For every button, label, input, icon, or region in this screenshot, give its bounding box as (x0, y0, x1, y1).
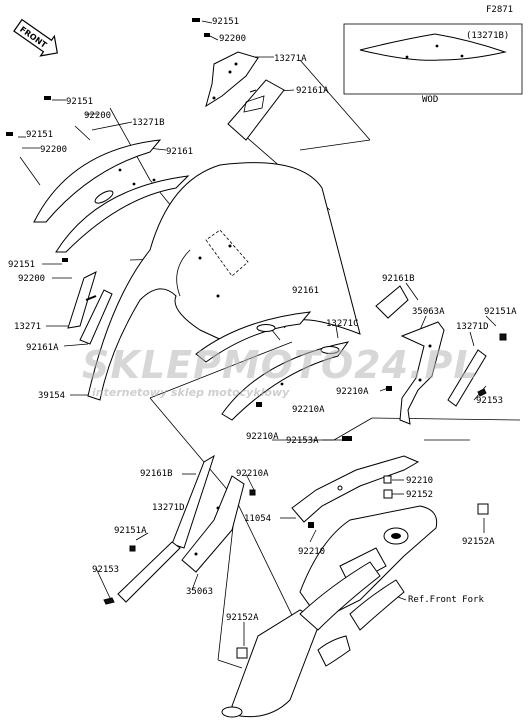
part-label-92210a: 92210A (336, 387, 369, 397)
part-label-92152a: 92152A (462, 537, 495, 547)
part-label-92153: 92153 (92, 565, 119, 575)
bracket-13271a-drawing (205, 51, 259, 108)
part-label-92152a: 92152A (226, 613, 259, 623)
part-label-92151a: 92151A (114, 526, 147, 536)
part-label-92200: 92200 (18, 274, 45, 284)
part-label-92200: 92200 (219, 34, 246, 44)
bracket-13271d-right (447, 333, 507, 407)
part-label-92151: 92151 (26, 130, 53, 140)
part-label-92161a: 92161A (296, 86, 329, 96)
part-label-35063a: 35063A (412, 307, 445, 317)
bracket-13271d-lower (103, 489, 256, 605)
part-label-92151: 92151 (66, 97, 93, 107)
part-label-13271d: 13271D (456, 322, 489, 332)
bracket-35063a-drawing (375, 285, 445, 425)
part-label-92153a: 92153A (286, 436, 319, 446)
wod-part-ref: (13271B) (466, 31, 509, 41)
bracket-13271-drawing (62, 258, 113, 345)
part-label-92210a: 92210A (292, 405, 325, 415)
part-label-35063: 35063 (186, 587, 213, 597)
part-label-92200: 92200 (84, 111, 111, 121)
part-label-92210: 92210 (406, 476, 433, 486)
wod-caption: WOD (422, 95, 438, 105)
part-label-92161b: 92161B (140, 469, 173, 479)
watermark: SKLEPMOTO24.PL internetowy sklep motocyk… (82, 343, 479, 399)
wod-detail-box: (13271B) WOD (343, 23, 523, 105)
figure-code: F2871 (486, 5, 513, 15)
part-label-92200: 92200 (40, 145, 67, 155)
part-label-92161b: 92161B (382, 274, 415, 284)
part-label-92161: 92161 (166, 147, 193, 157)
part-label-11054: 11054 (244, 514, 271, 524)
part-label-39154: 39154 (38, 391, 65, 401)
part-label-92152: 92152 (406, 490, 433, 500)
front-direction-arrow: FRONT (13, 18, 58, 57)
bracket-35063-lower (171, 454, 245, 573)
part-labels: 92151 92200 13271A 92161A 92151 92200 13… (8, 17, 517, 623)
part-label-ref-front-fork: Ref.Front Fork (408, 595, 484, 605)
wod-windshield-outline (359, 33, 507, 61)
part-label-92153: 92153 (476, 396, 503, 406)
part-label-92151: 92151 (8, 260, 35, 270)
part-label-92151a: 92151A (484, 307, 517, 317)
bracket-13271c-drawing (195, 311, 350, 421)
screws-left-top (6, 96, 51, 136)
part-label-92161: 92161 (292, 286, 319, 296)
front-fork-drawing (221, 503, 489, 718)
windshield-39154-drawing (87, 162, 361, 401)
part-label-13271d: 13271D (152, 503, 185, 513)
part-label-13271a: 13271A (274, 54, 307, 64)
watermark-tagline: internetowy sklep motocyklowy (92, 386, 290, 399)
bracket-13271b-drawing (33, 139, 190, 253)
part-label-92161a: 92161A (26, 343, 59, 353)
part-label-13271b: 13271B (132, 118, 165, 128)
part-label-92151: 92151 (212, 17, 239, 27)
part-label-13271c: 13271C (326, 319, 359, 329)
part-label-92210a: 92210A (246, 432, 279, 442)
nuts-92210a (256, 386, 392, 407)
part-label-13271: 13271 (14, 322, 41, 332)
watermark-brand: SKLEPMOTO24.PL (82, 343, 479, 387)
screws-top (192, 18, 210, 37)
rubber-strip-92161a-top (227, 79, 285, 141)
part-label-92210: 92210 (298, 547, 325, 557)
bracket-11054-drawing (291, 436, 420, 528)
part-label-92210a: 92210A (236, 469, 269, 479)
